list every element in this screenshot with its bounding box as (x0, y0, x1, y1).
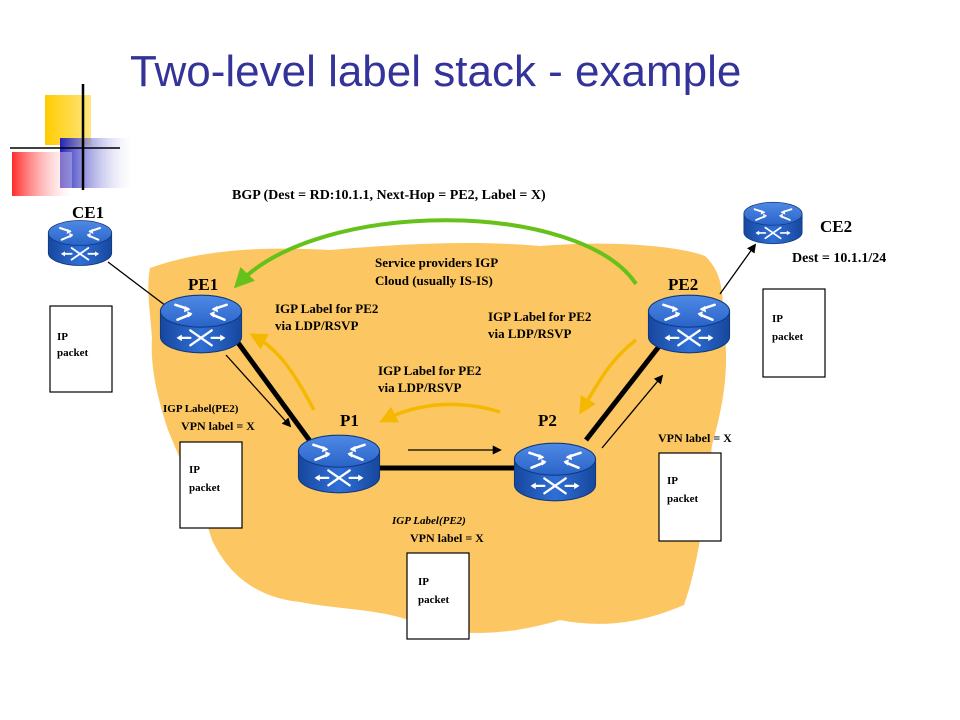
svg-text:packet: packet (57, 347, 89, 359)
svg-text:IP: IP (418, 576, 429, 588)
svg-text:packet: packet (418, 594, 450, 606)
router-p2-icon (513, 441, 597, 503)
router-ce1-icon (47, 219, 113, 267)
ip-packet-ce1: IP packet (49, 305, 113, 393)
router-pe2-icon (647, 293, 731, 355)
igp-label-pe2-line2: via LDP/RSVP (488, 326, 571, 341)
router-p1-icon (297, 433, 381, 495)
bgp-arrow (233, 218, 638, 289)
router-label-ce2: CE2 (820, 217, 852, 236)
dest-label: Dest = 10.1.1/24 (792, 251, 886, 266)
router-label-pe1: PE1 (188, 275, 218, 294)
svg-text:packet: packet (189, 482, 221, 494)
stack-vpn-label-bottom: VPN label = X (410, 531, 484, 545)
igp-arrow-p2-to-p1 (379, 402, 501, 423)
router-label-p1: P1 (340, 411, 359, 430)
arrow-pe1-p1 (225, 354, 292, 428)
svg-text:IP: IP (57, 331, 68, 343)
igp-label-pe1-line1: IGP Label for PE2 (275, 301, 378, 316)
svg-text:IP: IP (189, 464, 200, 476)
arrow-ce1-pe1 (107, 261, 176, 314)
svg-text:packet: packet (667, 493, 699, 505)
router-label-p2: P2 (538, 411, 557, 430)
stack-igp-label-bottom: IGP Label(PE2) (391, 515, 466, 527)
bgp-update-label: BGP (Dest = RD:10.1.1, Next-Hop = PE2, L… (232, 188, 546, 203)
stack-vpn-label-left: VPN label = X (181, 419, 255, 433)
igp-label-pe2-line1: IGP Label for PE2 (488, 309, 591, 324)
link-pe1-p1 (233, 338, 321, 454)
router-pe1-icon (159, 293, 243, 355)
ip-packet-ce2: IP packet (762, 288, 826, 378)
cloud-label-line2: Cloud (usually IS-IS) (375, 273, 493, 288)
cloud-label-line1: Service providers IGP (375, 255, 498, 270)
router-label-ce1: CE1 (72, 203, 104, 222)
corner-decoration (10, 84, 132, 196)
link-p2-pe2 (584, 338, 666, 442)
router-label-pe2: PE2 (668, 275, 698, 294)
ip-packet-p2-pe2: IP packet (658, 452, 722, 542)
page-title: Two-level label stack - example (130, 47, 741, 96)
stack-vpn-label-right: VPN label = X (658, 431, 732, 445)
igp-label-mid-line1: IGP Label for PE2 (378, 363, 481, 378)
ip-packet-p1-p2: IP packet (406, 552, 470, 640)
igp-label-mid-line2: via LDP/RSVP (378, 380, 461, 395)
arrow-p2-pe2 (601, 374, 664, 449)
svg-text:packet: packet (772, 331, 804, 343)
ip-packet-pe1-p1: IP packet (179, 441, 243, 529)
svg-text:IP: IP (667, 475, 678, 487)
igp-arrow-p1-to-pe1 (249, 333, 316, 411)
svg-text:IP: IP (772, 313, 783, 325)
igp-cloud (148, 243, 727, 633)
arrow-pe2-ce2 (719, 243, 757, 295)
igp-arrow-pe2-to-p2 (579, 338, 638, 415)
igp-label-pe1-line2: via LDP/RSVP (275, 318, 358, 333)
router-ce2-icon (742, 201, 804, 245)
stack-igp-label-left: IGP Label(PE2) (163, 403, 239, 415)
